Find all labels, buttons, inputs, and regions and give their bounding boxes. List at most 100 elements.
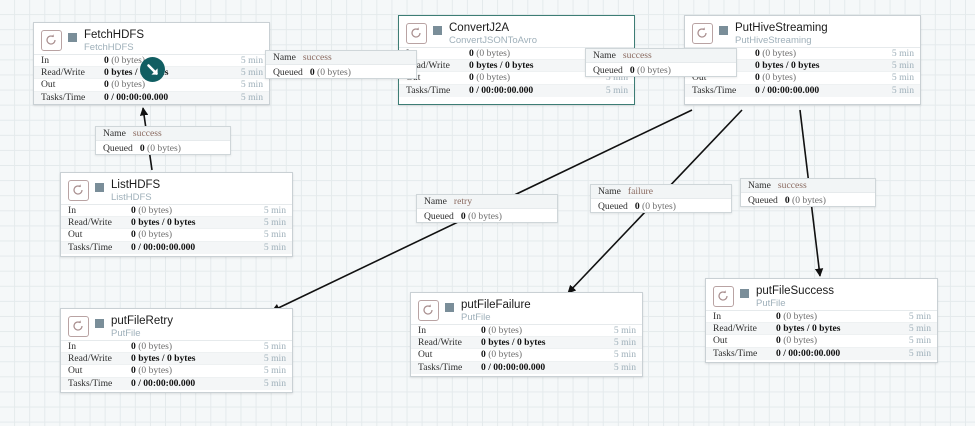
stat-value-out: 0 (0 bytes) [104, 79, 146, 91]
connection-name-row: Name success [266, 51, 416, 65]
stat-value-in: 0 (0 bytes) [131, 341, 173, 353]
processor-name: putFileSuccess [756, 285, 834, 297]
processor-refresh-icon [68, 316, 89, 337]
connection-name-row: Name success [586, 49, 736, 63]
connection-label-retry[interactable]: Name retry Queued 0 (0 bytes) [416, 194, 558, 223]
stat-time-out: 5 min [908, 335, 931, 347]
connection-name-label: Name [273, 52, 296, 63]
stat-time-tasks-time: 5 min [263, 378, 286, 390]
connection-label-convertj2a-success[interactable]: Name success Queued 0 (0 bytes) [585, 48, 737, 77]
processor-name: ConvertJ2A [449, 22, 510, 34]
processor-listhdfs[interactable]: ListHDFS ListHDFS In 0 (0 bytes) 5 min R… [60, 172, 293, 257]
stat-row-tasks-time: Tasks/Time 0 / 00:00:00.000 5 min [61, 377, 292, 390]
stat-row-out: Out 0 (0 bytes) 5 min [706, 335, 937, 348]
stat-time-tasks-time: 5 min [605, 85, 628, 97]
connection-name-label: Name [593, 50, 616, 61]
connection-relationship: success [302, 52, 332, 63]
stat-value-in: 0 (0 bytes) [776, 311, 818, 323]
connection-label-fetchhdfs-success[interactable]: Name success Queued 0 (0 bytes) [265, 50, 417, 79]
stat-value-out: 0 (0 bytes) [469, 72, 511, 84]
connection-queued-row: Queued 0 (0 bytes) [96, 141, 230, 155]
stat-time-out: 5 min [263, 229, 286, 241]
stat-time-read-write: 5 min [891, 60, 914, 72]
stat-label-tasks-time: Tasks/Time [68, 242, 113, 254]
connection-relationship: success [777, 180, 807, 191]
stat-value-in: 0 (0 bytes) [755, 48, 797, 60]
processor-type: PutFile [461, 312, 491, 324]
processor-type: ConvertJSONToAvro [449, 35, 537, 47]
processor-type: ListHDFS [111, 192, 152, 204]
stat-time-out: 5 min [605, 72, 628, 84]
stat-label-tasks-time: Tasks/Time [41, 92, 86, 104]
stat-value-in: 0 (0 bytes) [131, 205, 173, 217]
stat-label-tasks-time: Tasks/Time [68, 378, 113, 390]
processor-stats: In 0 (0 bytes) 5 min Read/Write 0 bytes … [61, 340, 292, 390]
run-status-stopped-icon [740, 289, 749, 298]
connection-queued-row: Queued 0 (0 bytes) [741, 193, 875, 207]
stat-label-in: In [713, 311, 721, 323]
stat-value-tasks-time: 0 / 00:00:00.000 [131, 242, 196, 254]
stat-time-in: 5 min [263, 205, 286, 217]
processor-type: FetchHDFS [84, 42, 134, 54]
connection-label-listhdfs-success[interactable]: Name success Queued 0 (0 bytes) [95, 126, 231, 155]
stat-label-tasks-time: Tasks/Time [418, 362, 463, 374]
stat-time-read-write: 5 min [263, 217, 286, 229]
processor-putfileretry[interactable]: putFileRetry PutFile In 0 (0 bytes) 5 mi… [60, 308, 293, 393]
stat-row-in: In 0 (0 bytes) 5 min [61, 205, 292, 218]
stat-label-tasks-time: Tasks/Time [713, 348, 758, 360]
stat-label-out: Out [692, 72, 707, 84]
connection-label-failure[interactable]: Name failure Queued 0 (0 bytes) [590, 184, 732, 213]
processor-refresh-icon [418, 300, 439, 321]
connection-queued-value: 0 (0 bytes) [629, 64, 671, 76]
processor-convertj2a[interactable]: ConvertJ2A ConvertJSONToAvro In 0 (0 byt… [398, 15, 635, 105]
stat-value-read-write: 0 bytes / 0 bytes [104, 67, 169, 79]
stat-time-tasks-time: 5 min [908, 348, 931, 360]
connection-label-puthive-success[interactable]: Name success Queued 0 (0 bytes) [740, 178, 876, 207]
stat-value-out: 0 (0 bytes) [776, 335, 818, 347]
processor-refresh-icon [713, 286, 734, 307]
stat-row-read-write: Read/Write 0 bytes / 0 bytes 5 min [61, 217, 292, 230]
connection-queued-row: Queued 0 (0 bytes) [417, 209, 557, 223]
stat-value-read-write: 0 bytes / 0 bytes [131, 353, 196, 365]
stat-label-in: In [41, 55, 49, 67]
connection-queued-row: Queued 0 (0 bytes) [586, 63, 736, 77]
connection-relationship: success [132, 128, 162, 139]
connection-queued-value: 0 (0 bytes) [309, 66, 351, 78]
connection-name-row: Name retry [417, 195, 557, 209]
processor-putfilefailure[interactable]: putFileFailure PutFile In 0 (0 bytes) 5 … [410, 292, 643, 377]
stat-time-tasks-time: 5 min [240, 92, 263, 104]
stat-label-read-write: Read/Write [68, 353, 112, 365]
stat-time-tasks-time: 5 min [263, 242, 286, 254]
processor-putfilesuccess[interactable]: putFileSuccess PutFile In 0 (0 bytes) 5 … [705, 278, 938, 363]
run-status-stopped-icon [719, 26, 728, 35]
stat-label-in: In [418, 325, 426, 337]
arrow-down-right-glyph [146, 63, 158, 75]
stat-label-out: Out [418, 349, 433, 361]
connection-queued-row: Queued 0 (0 bytes) [591, 199, 731, 213]
stat-value-tasks-time: 0 / 00:00:00.000 [755, 85, 820, 97]
processor-header: putFileRetry PutFile [61, 309, 292, 340]
processor-stats: In 0 (0 bytes) 5 min Read/Write 0 bytes … [706, 310, 937, 360]
connection-queued-label: Queued [593, 64, 623, 76]
stat-row-in: In 0 (0 bytes) 5 min [706, 311, 937, 324]
stat-label-tasks-time: Tasks/Time [406, 85, 451, 97]
processor-type: PutFile [111, 328, 141, 340]
processor-name: PutHiveStreaming [735, 22, 828, 34]
processor-refresh-icon [41, 30, 62, 51]
stat-row-out: Out 0 (0 bytes) 5 min [685, 72, 920, 85]
stat-time-out: 5 min [891, 72, 914, 84]
processor-stats: In 0 (0 bytes) 5 min Read/Write 0 bytes … [61, 204, 292, 254]
processor-header: putFileFailure PutFile [411, 293, 642, 324]
stat-value-tasks-time: 0 / 00:00:00.000 [104, 92, 169, 104]
connection-queued-value: 0 (0 bytes) [460, 210, 502, 222]
stat-time-in: 5 min [613, 325, 636, 337]
stat-time-read-write: 5 min [613, 337, 636, 349]
stat-time-read-write: 5 min [263, 353, 286, 365]
processor-name: FetchHDFS [84, 29, 145, 41]
stat-time-tasks-time: 5 min [613, 362, 636, 374]
stat-label-out: Out [68, 229, 83, 241]
stat-value-read-write: 0 bytes / 0 bytes [481, 337, 546, 349]
connection-queued-value: 0 (0 bytes) [634, 200, 676, 212]
connection-queued-label: Queued [748, 194, 778, 206]
